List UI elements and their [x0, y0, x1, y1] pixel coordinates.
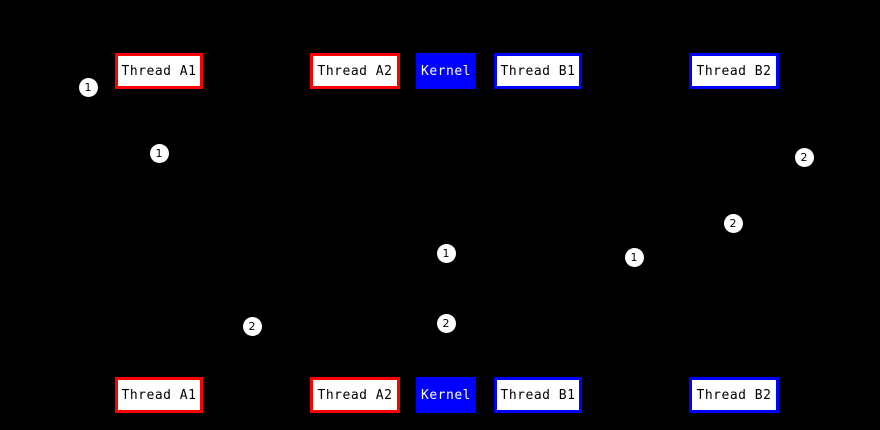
participant-label: Thread A2: [317, 63, 393, 79]
footer-participant-kernel[interactable]: Kernel: [416, 377, 476, 413]
participant-label: Kernel: [421, 63, 471, 79]
lifeline-thread-b1: [538, 89, 539, 377]
participant-label: Thread A2: [317, 387, 393, 403]
participant-label: Thread A1: [121, 63, 197, 79]
message-arrow-msg-2-b2-out: [734, 154, 804, 160]
step-marker-1-thread-a1: 1: [149, 143, 169, 163]
participant-label: Thread A1: [121, 387, 197, 403]
step-marker-2-kernel: 2: [436, 313, 456, 333]
lifeline-thread-a1: [159, 89, 160, 377]
footer-participant-thread-b1[interactable]: Thread B1: [494, 377, 582, 413]
lifeline-kernel: [446, 89, 447, 377]
footer-participant-thread-a1[interactable]: Thread A1: [115, 377, 203, 413]
participant-label: Thread B1: [500, 63, 576, 79]
header-participant-thread-a1[interactable]: Thread A1: [115, 53, 203, 89]
header-participant-thread-a2[interactable]: Thread A2: [310, 53, 400, 89]
step-marker-2-thread-b2: 2: [723, 213, 743, 233]
participant-label: Thread B1: [500, 387, 576, 403]
step-marker-2-thread-a1: 2: [242, 316, 262, 336]
step-marker-1-left-top: 1: [78, 77, 98, 97]
message-arrow-msg-1-b1: [538, 254, 634, 260]
header-participant-thread-b1[interactable]: Thread B1: [494, 53, 582, 89]
header-participant-kernel[interactable]: Kernel: [416, 53, 476, 89]
step-marker-1-kernel: 1: [436, 243, 456, 263]
header-participant-thread-b2[interactable]: Thread B2: [689, 53, 779, 89]
message-arrow-msg-2-a1: [159, 323, 252, 329]
participant-label: Kernel: [421, 387, 471, 403]
lifeline-thread-b2: [734, 89, 735, 377]
lifeline-thread-a2: [355, 89, 356, 377]
step-marker-2-right-top: 2: [794, 147, 814, 167]
participant-label: Thread B2: [696, 387, 772, 403]
step-marker-1-thread-b1: 1: [624, 247, 644, 267]
participant-label: Thread B2: [696, 63, 772, 79]
footer-participant-thread-b2[interactable]: Thread B2: [689, 377, 779, 413]
footer-participant-thread-a2[interactable]: Thread A2: [310, 377, 400, 413]
